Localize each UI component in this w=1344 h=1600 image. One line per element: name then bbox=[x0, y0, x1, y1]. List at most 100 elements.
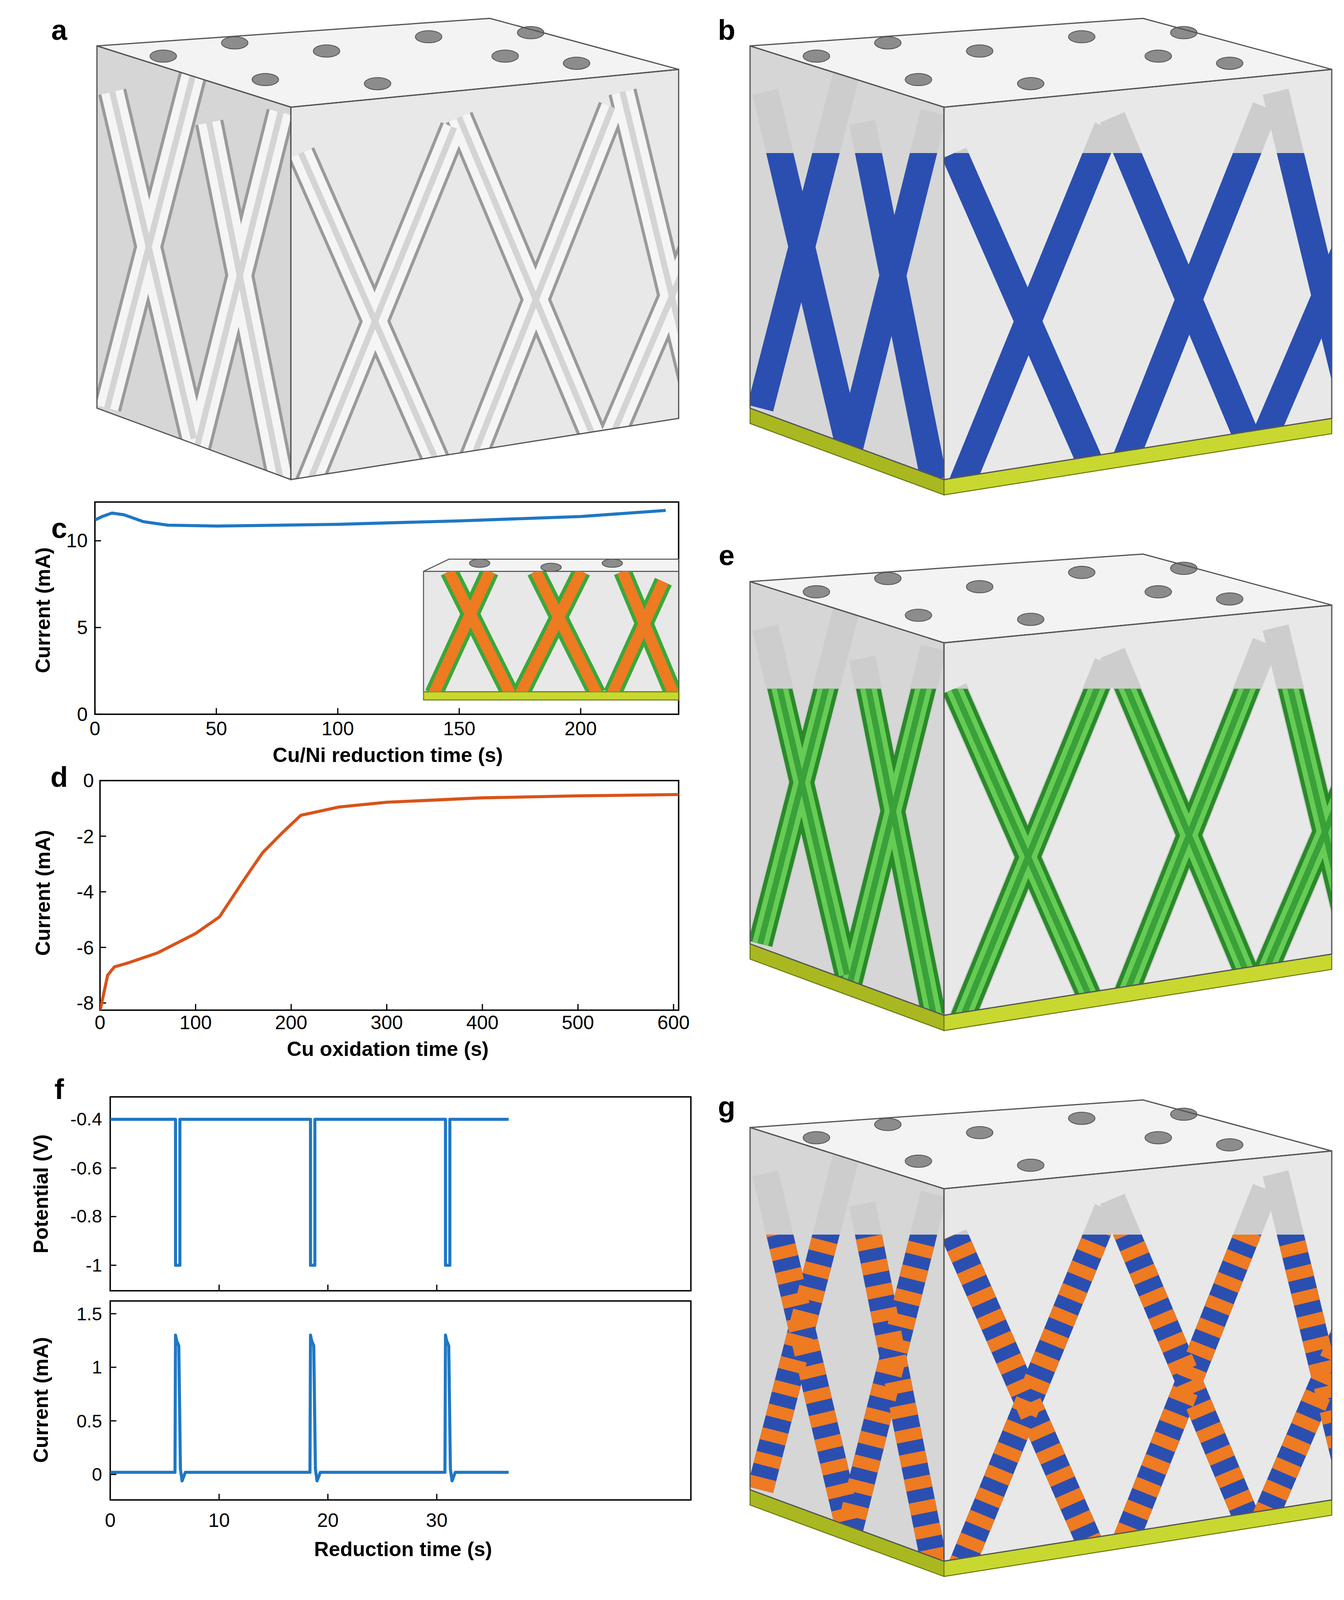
pore-opening bbox=[491, 49, 519, 63]
channel-group bbox=[760, 1153, 934, 1562]
pore-opening bbox=[364, 77, 391, 90]
orange-segment bbox=[765, 1234, 848, 1521]
tick-label: 200 bbox=[564, 719, 597, 739]
channel-group bbox=[760, 71, 934, 480]
orange-segment bbox=[954, 1234, 1102, 1572]
tick-label: -0.8 bbox=[70, 1207, 102, 1226]
tick-mark bbox=[218, 1493, 220, 1500]
tube-core bbox=[760, 688, 848, 944]
tick-label: 100 bbox=[321, 719, 355, 739]
filled-part bbox=[760, 688, 934, 1016]
channel-group bbox=[300, 91, 694, 490]
pore-opening bbox=[221, 36, 248, 49]
orange-segment bbox=[1255, 1326, 1344, 1541]
groove bbox=[622, 91, 694, 388]
pore-opening bbox=[905, 609, 932, 622]
axis-title: Current (mA) bbox=[30, 1337, 51, 1463]
orange-segment bbox=[760, 1234, 848, 1490]
tick-label: 0.5 bbox=[76, 1411, 102, 1431]
green-tube bbox=[765, 688, 848, 975]
orange-core bbox=[449, 571, 511, 692]
pore-opening bbox=[1068, 30, 1095, 43]
axis-title: Cu oxidation time (s) bbox=[286, 1039, 489, 1060]
face-outline bbox=[749, 581, 945, 1016]
channel-group bbox=[107, 71, 281, 480]
face-outline bbox=[97, 18, 679, 108]
face-outline bbox=[944, 605, 1332, 1016]
block-b bbox=[749, 18, 1344, 495]
plot-axes bbox=[95, 502, 679, 715]
axis-title: Current (mA) bbox=[32, 829, 53, 956]
tube-core bbox=[1255, 780, 1344, 996]
pore-opening bbox=[1145, 49, 1172, 63]
channel-group bbox=[433, 571, 674, 692]
tick-mark bbox=[337, 708, 339, 715]
tick-label: 400 bbox=[466, 1012, 499, 1033]
groove bbox=[300, 153, 449, 490]
tick-label: -0.6 bbox=[70, 1158, 102, 1178]
tick-mark bbox=[109, 1284, 111, 1291]
face-outline bbox=[749, 1127, 945, 1562]
blue-nanowire bbox=[1275, 153, 1344, 388]
tick-mark bbox=[95, 713, 102, 716]
pore-opening bbox=[874, 36, 902, 49]
axis-title: Cu/Ni reduction time (s) bbox=[272, 745, 504, 766]
tick-label: 0 bbox=[77, 704, 89, 724]
pore-opening bbox=[1017, 1159, 1044, 1172]
tick-mark bbox=[99, 946, 106, 949]
pore-opening bbox=[252, 73, 279, 86]
tick-label: 150 bbox=[442, 719, 476, 739]
tube-core bbox=[954, 688, 1102, 1026]
orange-core bbox=[520, 571, 582, 692]
tick-label: 0 bbox=[83, 771, 95, 791]
tick-label: 600 bbox=[657, 1012, 690, 1033]
tick-mark bbox=[109, 1493, 111, 1500]
axis-title: Potential (V) bbox=[30, 1134, 51, 1254]
orange-segment bbox=[1112, 1234, 1260, 1552]
face-outline bbox=[944, 1151, 1332, 1562]
tick-mark bbox=[458, 708, 460, 715]
pore-opening bbox=[1170, 1108, 1198, 1121]
left-face bbox=[749, 45, 945, 480]
pore-opening bbox=[1170, 562, 1198, 575]
orange-core bbox=[535, 571, 597, 692]
groove bbox=[602, 244, 694, 460]
tick-label: 30 bbox=[425, 1510, 448, 1531]
face-outline bbox=[944, 69, 1332, 480]
pore-opening bbox=[1216, 1138, 1243, 1152]
tick-mark bbox=[110, 1264, 117, 1267]
block-e bbox=[749, 554, 1344, 1031]
pore-opening bbox=[602, 559, 623, 568]
tick-label: 1 bbox=[91, 1358, 102, 1377]
filled-part bbox=[760, 1234, 934, 1562]
tube-core bbox=[959, 688, 1107, 1026]
axes-frame bbox=[99, 780, 679, 1011]
tick-label: 0 bbox=[94, 1012, 106, 1033]
gold-base bbox=[423, 691, 679, 701]
tick-mark bbox=[386, 1004, 388, 1011]
tick-label: 500 bbox=[561, 1012, 595, 1033]
plot-axes bbox=[110, 1300, 691, 1500]
tick-label: 5 bbox=[77, 617, 89, 638]
pore-opening bbox=[966, 580, 993, 593]
axes-frame bbox=[95, 502, 679, 715]
face-outline bbox=[749, 45, 945, 480]
orange-segment bbox=[1117, 1234, 1266, 1562]
groove bbox=[112, 91, 194, 439]
tick-label: 10 bbox=[66, 531, 88, 551]
pore-opening bbox=[1145, 1131, 1172, 1144]
tick-label: 0 bbox=[89, 719, 101, 739]
tube-core bbox=[862, 688, 934, 1016]
green-shell bbox=[535, 571, 597, 692]
pore-opening bbox=[803, 1131, 830, 1144]
axis-title: Reduction time (s) bbox=[314, 1538, 493, 1560]
tick-mark bbox=[110, 1473, 117, 1476]
green-tube-edge bbox=[1275, 688, 1344, 924]
blue-nanowire bbox=[954, 153, 1102, 490]
tick-label: -1 bbox=[85, 1256, 102, 1275]
tick-label: 200 bbox=[274, 1012, 308, 1033]
tick-label: 0 bbox=[91, 1465, 102, 1484]
pore-opening bbox=[563, 57, 590, 70]
